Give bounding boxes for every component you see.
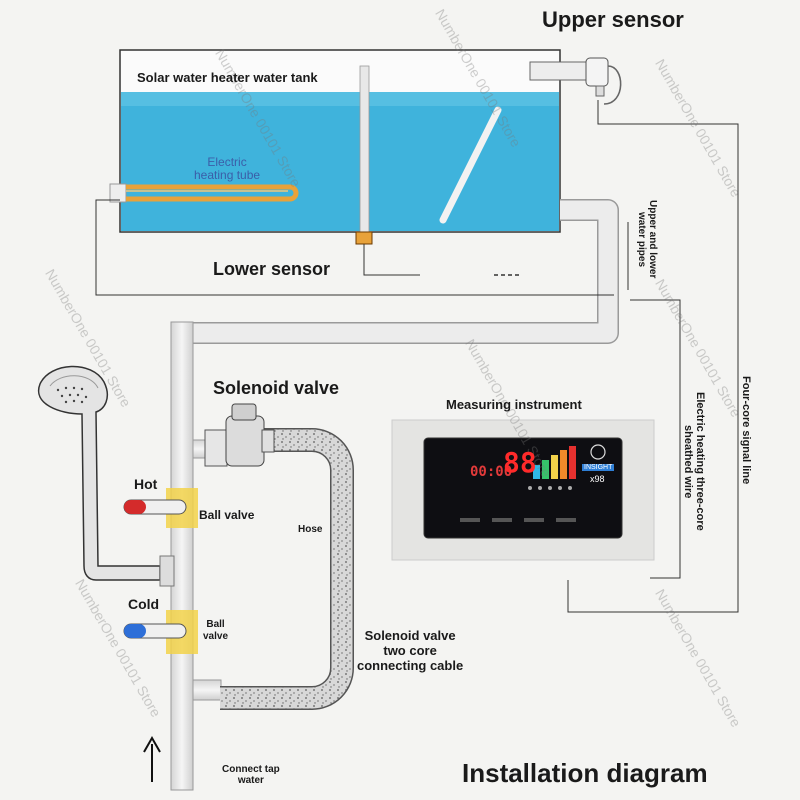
showerhead — [37, 365, 175, 587]
solenoid-valve — [204, 403, 275, 467]
upper-sensor-label: Upper sensor — [542, 7, 684, 32]
ball-valve-label-1: Ball valve — [199, 508, 255, 522]
signal-wires — [95, 100, 739, 613]
display-brand: INSIGHT — [582, 464, 615, 471]
solenoid-valve-label: Solenoid valve — [213, 378, 340, 398]
measuring-instrument — [391, 419, 655, 561]
diagonal-rod — [439, 106, 502, 224]
lower-sensor-label: Lower sensor — [213, 259, 331, 279]
measuring-instrument-label: Measuring instrument — [446, 397, 582, 412]
display-time: 00:00 — [470, 464, 513, 480]
display-temperature: 88 — [503, 446, 537, 479]
tank-label: Solar water heater water tank — [137, 70, 318, 85]
connect-tap-water-label: Connect tap water — [222, 764, 280, 786]
display-model: x98 — [590, 474, 605, 484]
hot-label: Hot — [134, 476, 158, 492]
solenoid-cable-label: Solenoid valve two core connecting cable — [357, 628, 464, 673]
arrow-up-icon — [143, 735, 161, 782]
sensor-rod — [359, 65, 370, 235]
hose-label: Hose — [298, 524, 323, 535]
ball-valve-label-2: Ball valve — [203, 619, 229, 642]
installation-diagram-title: Installation diagram — [462, 758, 708, 788]
cold-label: Cold — [128, 596, 160, 612]
upper-sensor — [529, 57, 622, 105]
lower-sensor — [355, 231, 522, 276]
hose — [220, 428, 354, 710]
water-tank — [119, 49, 561, 233]
electric-heating-tube — [109, 183, 299, 203]
four-core-signal-line-label: Four-core signal line — [740, 376, 752, 485]
three-core-wire-label: Electric heating three-core sheathed wir… — [682, 392, 706, 531]
upper-lower-water-pipes — [180, 199, 619, 344]
water-pipes-label: Upper and lower water pipes — [636, 200, 658, 279]
cold-ball-valve — [123, 610, 198, 654]
heating-tube-label: Electric heating tube — [194, 155, 261, 182]
hot-ball-valve — [123, 488, 198, 528]
